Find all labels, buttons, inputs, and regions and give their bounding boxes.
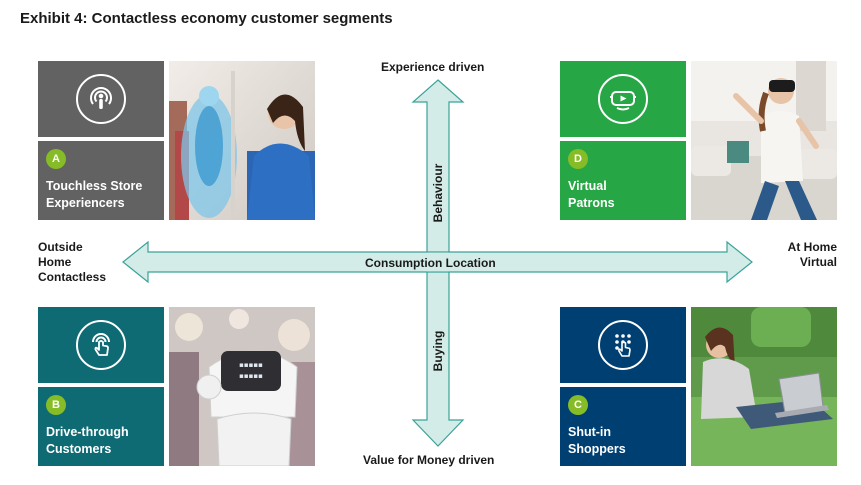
svg-text:▪▪▪▪▪: ▪▪▪▪▪: [239, 372, 263, 380]
segment-c-icon-tile: [560, 307, 686, 383]
segment-b-icon-tile: [38, 307, 164, 383]
segment-a-badge: A: [46, 149, 66, 169]
segment-b-badge: B: [46, 395, 66, 415]
touch-hand-icon: [76, 320, 126, 370]
exhibit-title: Exhibit 4: Contactless economy customer …: [20, 10, 393, 27]
segment-a-icon-tile: [38, 61, 164, 137]
person-broadcast-icon: [76, 74, 126, 124]
segment-d-icon-tile: [560, 61, 686, 137]
axis-top-label: Experience driven: [381, 60, 485, 74]
segment-b-photo: ▪▪▪▪▪ ▪▪▪▪▪: [169, 307, 315, 466]
consumption-location-label: Consumption Location: [365, 256, 496, 270]
buying-label: Buying: [431, 330, 445, 372]
segment-d-badge: D: [568, 149, 588, 169]
svg-text:▪▪▪▪▪: ▪▪▪▪▪: [239, 361, 263, 369]
segment-c-photo: [691, 307, 837, 466]
axis-bottom-label: Value for Money driven: [363, 453, 495, 467]
segment-d-photo: [691, 61, 837, 220]
segment-c-badge: C: [568, 395, 588, 415]
behaviour-label: Behaviour: [431, 163, 445, 223]
vr-headset-icon: [598, 74, 648, 124]
segment-a-photo: [169, 61, 315, 220]
keypad-tap-icon: [598, 320, 648, 370]
